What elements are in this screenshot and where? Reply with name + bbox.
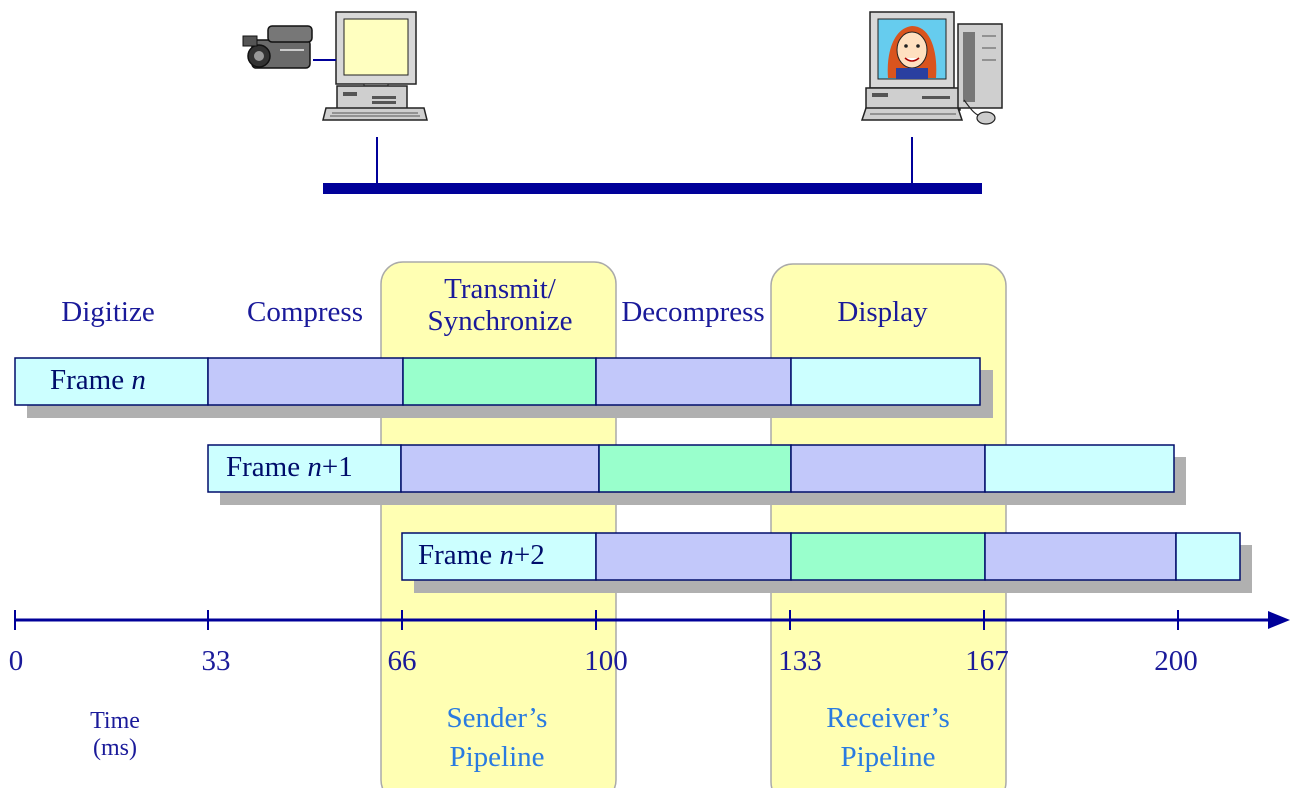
tick-label-0: 0	[8, 645, 24, 677]
camera-icon	[242, 25, 336, 69]
tick-label-66: 66	[387, 645, 417, 677]
frame-row-n1	[207, 444, 1186, 505]
stage-label-decompress: Decompress	[621, 296, 765, 328]
frame-n1-transmit	[598, 444, 792, 493]
receiver-pipeline-line2: Pipeline	[840, 741, 936, 773]
frame-row-n2	[401, 532, 1252, 593]
frame-n1-decompress	[790, 444, 986, 493]
frame-label-n2: Frame n+2	[418, 539, 545, 571]
network-bus	[323, 137, 982, 194]
tick-label-200: 200	[1154, 645, 1198, 677]
tick-label-100: 100	[584, 645, 628, 677]
stage-label-compress: Compress	[247, 296, 363, 328]
frame-label-n1: Frame n+1	[226, 451, 353, 483]
time-axis	[14, 610, 1290, 630]
tick-label-33: 33	[201, 645, 231, 677]
time-label-line2: (ms)	[93, 735, 137, 761]
frame-label-n: Frame n	[50, 364, 146, 396]
tick-label-133: 133	[778, 645, 822, 677]
stage-label-digitize: Digitize	[61, 296, 155, 328]
frame-n1-display	[984, 444, 1175, 493]
frame-n-compress	[207, 357, 404, 406]
receiver-pipeline-label: Receiver’s Pipeline	[768, 699, 1008, 777]
sender-pipeline-line2: Pipeline	[449, 741, 545, 773]
sender-pipeline-line1: Sender’s	[446, 702, 548, 734]
frame-n2-transmit	[790, 532, 986, 581]
frame-n-transmit	[402, 357, 597, 406]
sender-computer-icon	[322, 11, 428, 121]
stage-label-transmit: Transmit/ Synchronize	[390, 273, 610, 337]
frame-n-decompress	[595, 357, 792, 406]
tick-label-167: 167	[965, 645, 1009, 677]
receiver-pipeline-line1: Receiver’s	[826, 702, 950, 734]
frame-row-n	[14, 357, 993, 418]
frame-n2-display	[1175, 532, 1241, 581]
stage-label-transmit-line2: Synchronize	[427, 305, 573, 337]
time-label-line1: Time	[90, 708, 140, 734]
frame-n2-digitize	[401, 532, 597, 581]
frame-n2-decompress	[984, 532, 1177, 581]
frame-n1-compress	[400, 444, 600, 493]
stage-label-display: Display	[837, 296, 928, 328]
time-axis-label: Time (ms)	[55, 708, 175, 762]
frame-n2-compress	[595, 532, 792, 581]
receiver-computer-icon	[860, 11, 1003, 125]
stage-label-transmit-line1: Transmit/	[444, 273, 556, 305]
frame-n-display	[790, 357, 981, 406]
sender-pipeline-label: Sender’s Pipeline	[377, 699, 617, 777]
